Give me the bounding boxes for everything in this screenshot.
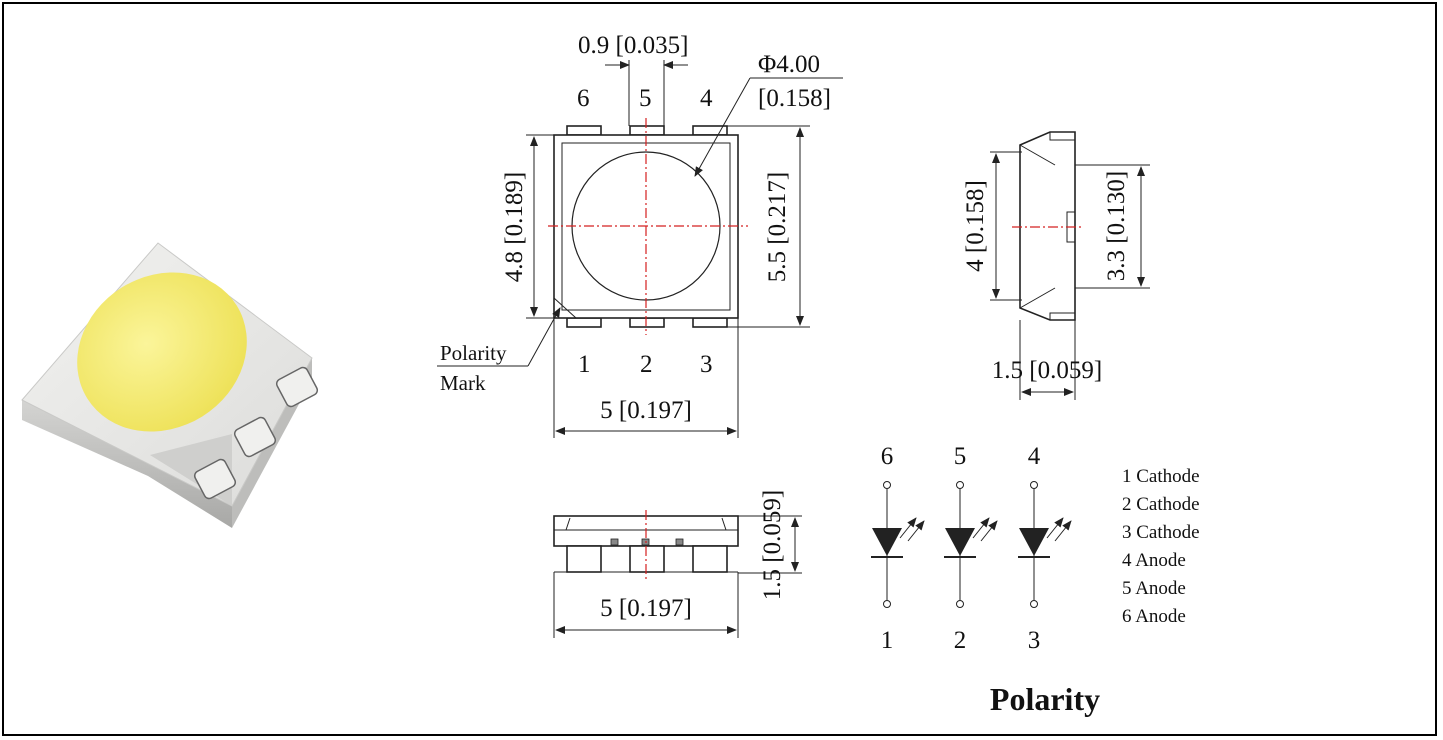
schematic-pin-4: 4 [1028, 443, 1041, 470]
pin-label-6: 6 [577, 85, 590, 112]
diode-symbol [871, 481, 925, 608]
polarity-title: Polarity [990, 681, 1100, 717]
pin-label-2: 2 [640, 351, 653, 378]
legend-item: 1 Cathode [1122, 466, 1200, 487]
pad [629, 317, 665, 328]
pin-label-3: 3 [700, 351, 713, 378]
polarity-mark-label-2: Mark [440, 371, 486, 395]
legend-item: 6 Anode [1122, 606, 1186, 627]
pin-label-4: 4 [700, 85, 713, 112]
side-height-left-label: 4 [0.158] [962, 180, 989, 272]
front-view: 1.5 [0.059] 5 [0.197] [553, 490, 802, 638]
photo-pin [233, 416, 277, 458]
pad [566, 125, 602, 136]
legend-item: 2 Cathode [1122, 494, 1200, 515]
lens-diameter-label: Φ4.00 [758, 51, 820, 78]
front-pad [692, 545, 728, 573]
side-depth-label: 1.5 [0.059] [992, 357, 1102, 384]
pin-label-5: 5 [639, 85, 652, 112]
photo-pin [193, 458, 237, 500]
width-label: 5 [0.197] [600, 397, 692, 424]
height-right-label: 5.5 [0.217] [764, 172, 791, 282]
schematic-pin-6: 6 [881, 443, 894, 470]
pad [692, 317, 728, 328]
photo-pins [193, 366, 319, 500]
height-left-label: 4.8 [0.189] [501, 172, 528, 282]
schematic-pin-3: 3 [1028, 627, 1041, 654]
pad [629, 125, 665, 136]
pin-label-1: 1 [578, 351, 591, 378]
legend-item: 5 Anode [1122, 578, 1186, 599]
lens-diameter-inch: [0.158] [758, 85, 831, 112]
front-width-label: 5 [0.197] [600, 595, 692, 622]
polarity-schematic: 6 5 4 [871, 443, 1200, 717]
front-pad [629, 545, 665, 573]
front-pad [566, 545, 602, 573]
pin-legend: 1 Cathode 2 Cathode 3 Cathode 4 Anode 5 … [1122, 466, 1200, 627]
top-view: 0.9 [0.035] 6 5 4 Φ4.00 [0.158] 4.8 [0.1… [437, 32, 843, 438]
schematic-pin-2: 2 [954, 627, 967, 654]
photo-pin [275, 366, 319, 408]
lens [77, 272, 247, 432]
package-front-face [22, 400, 232, 528]
side-view: 4 [0.158] 3.3 [0.130] 1.5 [0.059] [962, 131, 1150, 400]
schematic-pin-1: 1 [881, 627, 894, 654]
pin-spacing-label: 0.9 [0.035] [578, 32, 688, 59]
polarity-mark-label: Polarity [440, 341, 507, 365]
diode-symbol [1018, 481, 1072, 608]
led-product-photo [21, 242, 319, 528]
side-height-right-label: 3.3 [0.130] [1103, 171, 1130, 281]
legend-item: 3 Cathode [1122, 522, 1200, 543]
schematic-pin-5: 5 [954, 443, 967, 470]
diode-symbol [944, 481, 998, 608]
front-height-label: 1.5 [0.059] [759, 490, 786, 600]
legend-item: 4 Anode [1122, 550, 1186, 571]
pad [566, 317, 602, 328]
